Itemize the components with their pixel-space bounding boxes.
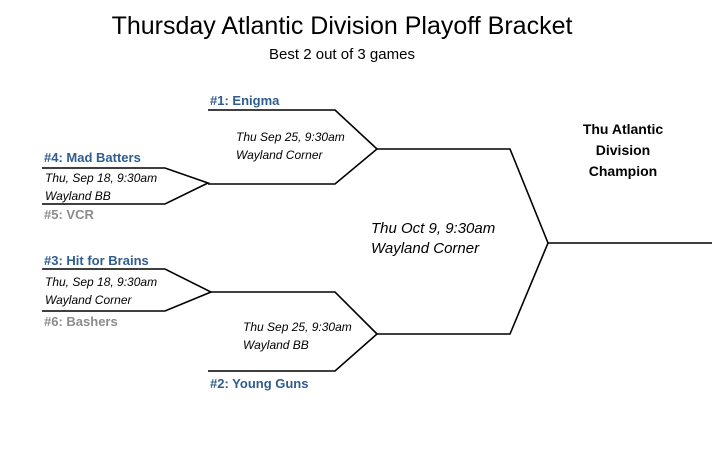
game-semi-top-info: Thu Sep 25, 9:30am Wayland Corner (236, 128, 345, 164)
game-final-date: Thu Oct 9, 9:30am (371, 220, 496, 237)
champion-label-line1: Thu Atlantic (582, 121, 664, 137)
game-r1-bottom-info: Thu, Sep 18, 9:30am Wayland Corner (45, 273, 157, 309)
champion-label-line3: Champion (588, 163, 658, 179)
game-r1-top-location: Wayland BB (45, 189, 111, 203)
game-final-location: Wayland Corner (371, 240, 480, 257)
team-seed4: #4: Mad Batters (44, 150, 141, 165)
champion-label: Thu Atlantic Division Champion (553, 119, 693, 182)
team-seed6: #6: Bashers (44, 314, 118, 329)
game-final-info: Thu Oct 9, 9:30am Wayland Corner (371, 219, 495, 259)
team-seed1: #1: Enigma (210, 93, 280, 108)
game-semi-top-location: Wayland Corner (236, 148, 323, 162)
game-r1-bottom-date: Thu, Sep 18, 9:30am (45, 275, 158, 289)
game-semi-bottom-date: Thu Sep 25, 9:30am (243, 320, 352, 334)
champion-label-line2: Division (595, 142, 651, 158)
game-r1-top-info: Thu, Sep 18, 9:30am Wayland BB (45, 169, 157, 205)
game-r1-top-date: Thu, Sep 18, 9:30am (45, 171, 158, 185)
game-r1-bottom-location: Wayland Corner (45, 293, 132, 307)
bracket-line-r1-top (42, 167, 211, 205)
game-semi-top-date: Thu Sep 25, 9:30am (236, 130, 345, 144)
game-semi-bottom-location: Wayland BB (243, 338, 309, 352)
game-semi-bottom-info: Thu Sep 25, 9:30am Wayland BB (243, 318, 352, 354)
team-seed5: #5: VCR (44, 207, 94, 222)
page-title: Thursday Atlantic Division Playoff Brack… (111, 12, 573, 40)
team-seed3: #3: Hit for Brains (44, 253, 149, 268)
team-seed2: #2: Young Guns (210, 376, 309, 391)
page-subtitle: Best 2 out of 3 games (269, 46, 415, 63)
